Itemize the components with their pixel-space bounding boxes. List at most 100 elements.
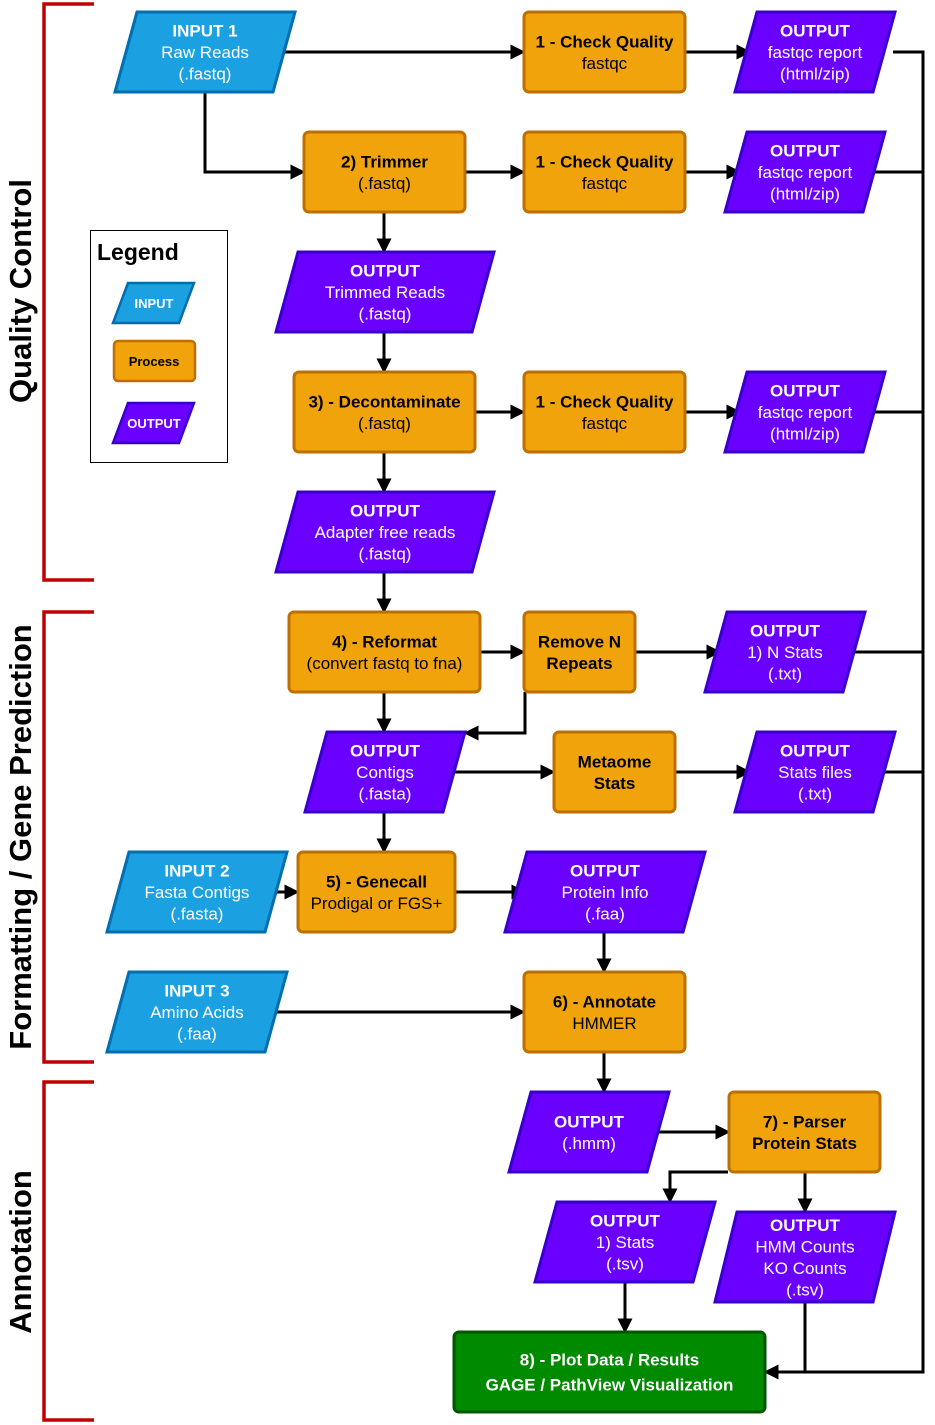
node-text-line: Fasta Contigs xyxy=(145,883,250,902)
process-shape xyxy=(522,610,637,694)
node-text-line: Protein Info xyxy=(562,883,649,902)
node-cq1: 1 - Check Quality fastqc xyxy=(522,10,687,94)
node-text-line: Stats xyxy=(594,774,636,793)
final-shape xyxy=(452,1330,767,1414)
node-text-line: (convert fastq to fna) xyxy=(307,654,463,673)
section-bracket-qc xyxy=(42,2,94,582)
node-text-line: (.tsv) xyxy=(786,1280,824,1299)
process-shape xyxy=(302,130,467,214)
node-removen: Remove N Repeats xyxy=(522,610,637,694)
legend-input-label: INPUT xyxy=(135,296,174,311)
node-text-line: OUTPUT xyxy=(554,1112,625,1131)
node-text-line: OUTPUT xyxy=(350,502,421,521)
input-shape xyxy=(113,10,297,94)
node-text-line: INPUT 3 xyxy=(164,982,229,1001)
node-text-line: OUTPUT xyxy=(350,262,421,281)
input-shape xyxy=(105,850,289,934)
output-shape xyxy=(723,370,887,454)
section-bracket-fmt xyxy=(42,610,94,1064)
node-text-line: Protein Stats xyxy=(752,1134,857,1153)
node-text-line: INPUT 1 xyxy=(172,22,237,41)
legend-title: Legend xyxy=(97,239,179,265)
node-trim: 2) Trimmer (.fastq) xyxy=(302,130,467,214)
node-text-line: (.txt) xyxy=(768,665,802,684)
node-text-line: (.faa) xyxy=(585,905,625,924)
process-shape xyxy=(522,10,687,94)
node-text-line: (.fasta) xyxy=(359,785,412,804)
node-text-line: (.fastq) xyxy=(358,174,411,193)
section-brackets xyxy=(42,2,94,1422)
output-shape xyxy=(723,130,887,214)
output-shape xyxy=(507,1090,671,1174)
output-shape xyxy=(274,490,496,574)
node-text-line: OUTPUT xyxy=(770,1216,841,1235)
node-text-line: fastqc report xyxy=(758,163,853,182)
connector-arrow xyxy=(662,1170,728,1204)
node-text-line: 1 - Check Quality xyxy=(536,392,674,411)
node-text-line: 8) - Plot Data / Results xyxy=(520,1351,699,1370)
legend: Legend INPUT Process OUTPUT xyxy=(90,230,228,463)
connector-arrow xyxy=(203,92,306,180)
node-text-line: (.fasta) xyxy=(171,905,224,924)
node-text-line: OUTPUT xyxy=(780,742,851,761)
section-label-formatting-gene-prediction: Formatting / Gene Prediction xyxy=(3,624,38,1049)
node-text-line: GAGE / PathView Visualization xyxy=(486,1376,734,1395)
output-shape xyxy=(703,610,867,694)
output-shape xyxy=(274,250,496,334)
node-text-line: Stats files xyxy=(778,763,852,782)
process-shape xyxy=(522,370,687,454)
node-text-line: 2) Trimmer xyxy=(341,152,428,171)
legend-input-shape xyxy=(111,281,196,325)
node-out-hmm: OUTPUT (.hmm) xyxy=(507,1090,671,1174)
process-shape xyxy=(522,970,687,1054)
section-bracket-ann xyxy=(42,1080,94,1422)
node-text-line: Amino Acids xyxy=(150,1003,244,1022)
node-text-line: Trimmed Reads xyxy=(325,283,445,302)
node-text-line: KO Counts xyxy=(763,1259,846,1278)
node-text-line: 1) Stats xyxy=(596,1233,655,1252)
node-text-line: Prodigal or FGS+ xyxy=(311,894,443,913)
process-shape xyxy=(296,850,457,934)
node-text-line: HMMER xyxy=(572,1014,636,1033)
input-shape xyxy=(105,970,289,1054)
node-text-line: fastqc xyxy=(582,414,628,433)
node-text-line: (.fastq) xyxy=(359,305,412,324)
connector-arrow xyxy=(463,692,527,741)
node-text-line: fastqc report xyxy=(758,403,853,422)
output-shape xyxy=(303,730,467,814)
node-text-line: fastqc report xyxy=(768,43,863,62)
process-shape xyxy=(287,610,482,694)
legend-output-shape xyxy=(111,401,196,445)
process-shape xyxy=(522,130,687,214)
node-text-line: 1 - Check Quality xyxy=(536,32,674,51)
node-decon: 3) - Decontaminate(.fastq) xyxy=(292,370,477,454)
output-shape xyxy=(503,850,707,934)
node-text-line: Repeats xyxy=(546,654,612,673)
node-text-line: OUTPUT xyxy=(780,22,851,41)
node-text-line: Adapter free reads xyxy=(315,523,456,542)
node-text-line: Contigs xyxy=(356,763,414,782)
process-shape xyxy=(552,730,677,814)
node-text-line: INPUT 2 xyxy=(164,862,229,881)
node-out-trim: OUTPUT Trimmed Reads (.fastq) xyxy=(274,250,496,334)
node-text-line: (.hmm) xyxy=(562,1134,616,1153)
node-text-line: Remove N xyxy=(538,632,621,651)
node-text-line: (.fastq) xyxy=(358,414,411,433)
node-text-line: fastqc xyxy=(582,54,628,73)
process-shape xyxy=(292,370,477,454)
node-text-line: OUTPUT xyxy=(770,382,841,401)
node-text-line: fastqc xyxy=(582,174,628,193)
